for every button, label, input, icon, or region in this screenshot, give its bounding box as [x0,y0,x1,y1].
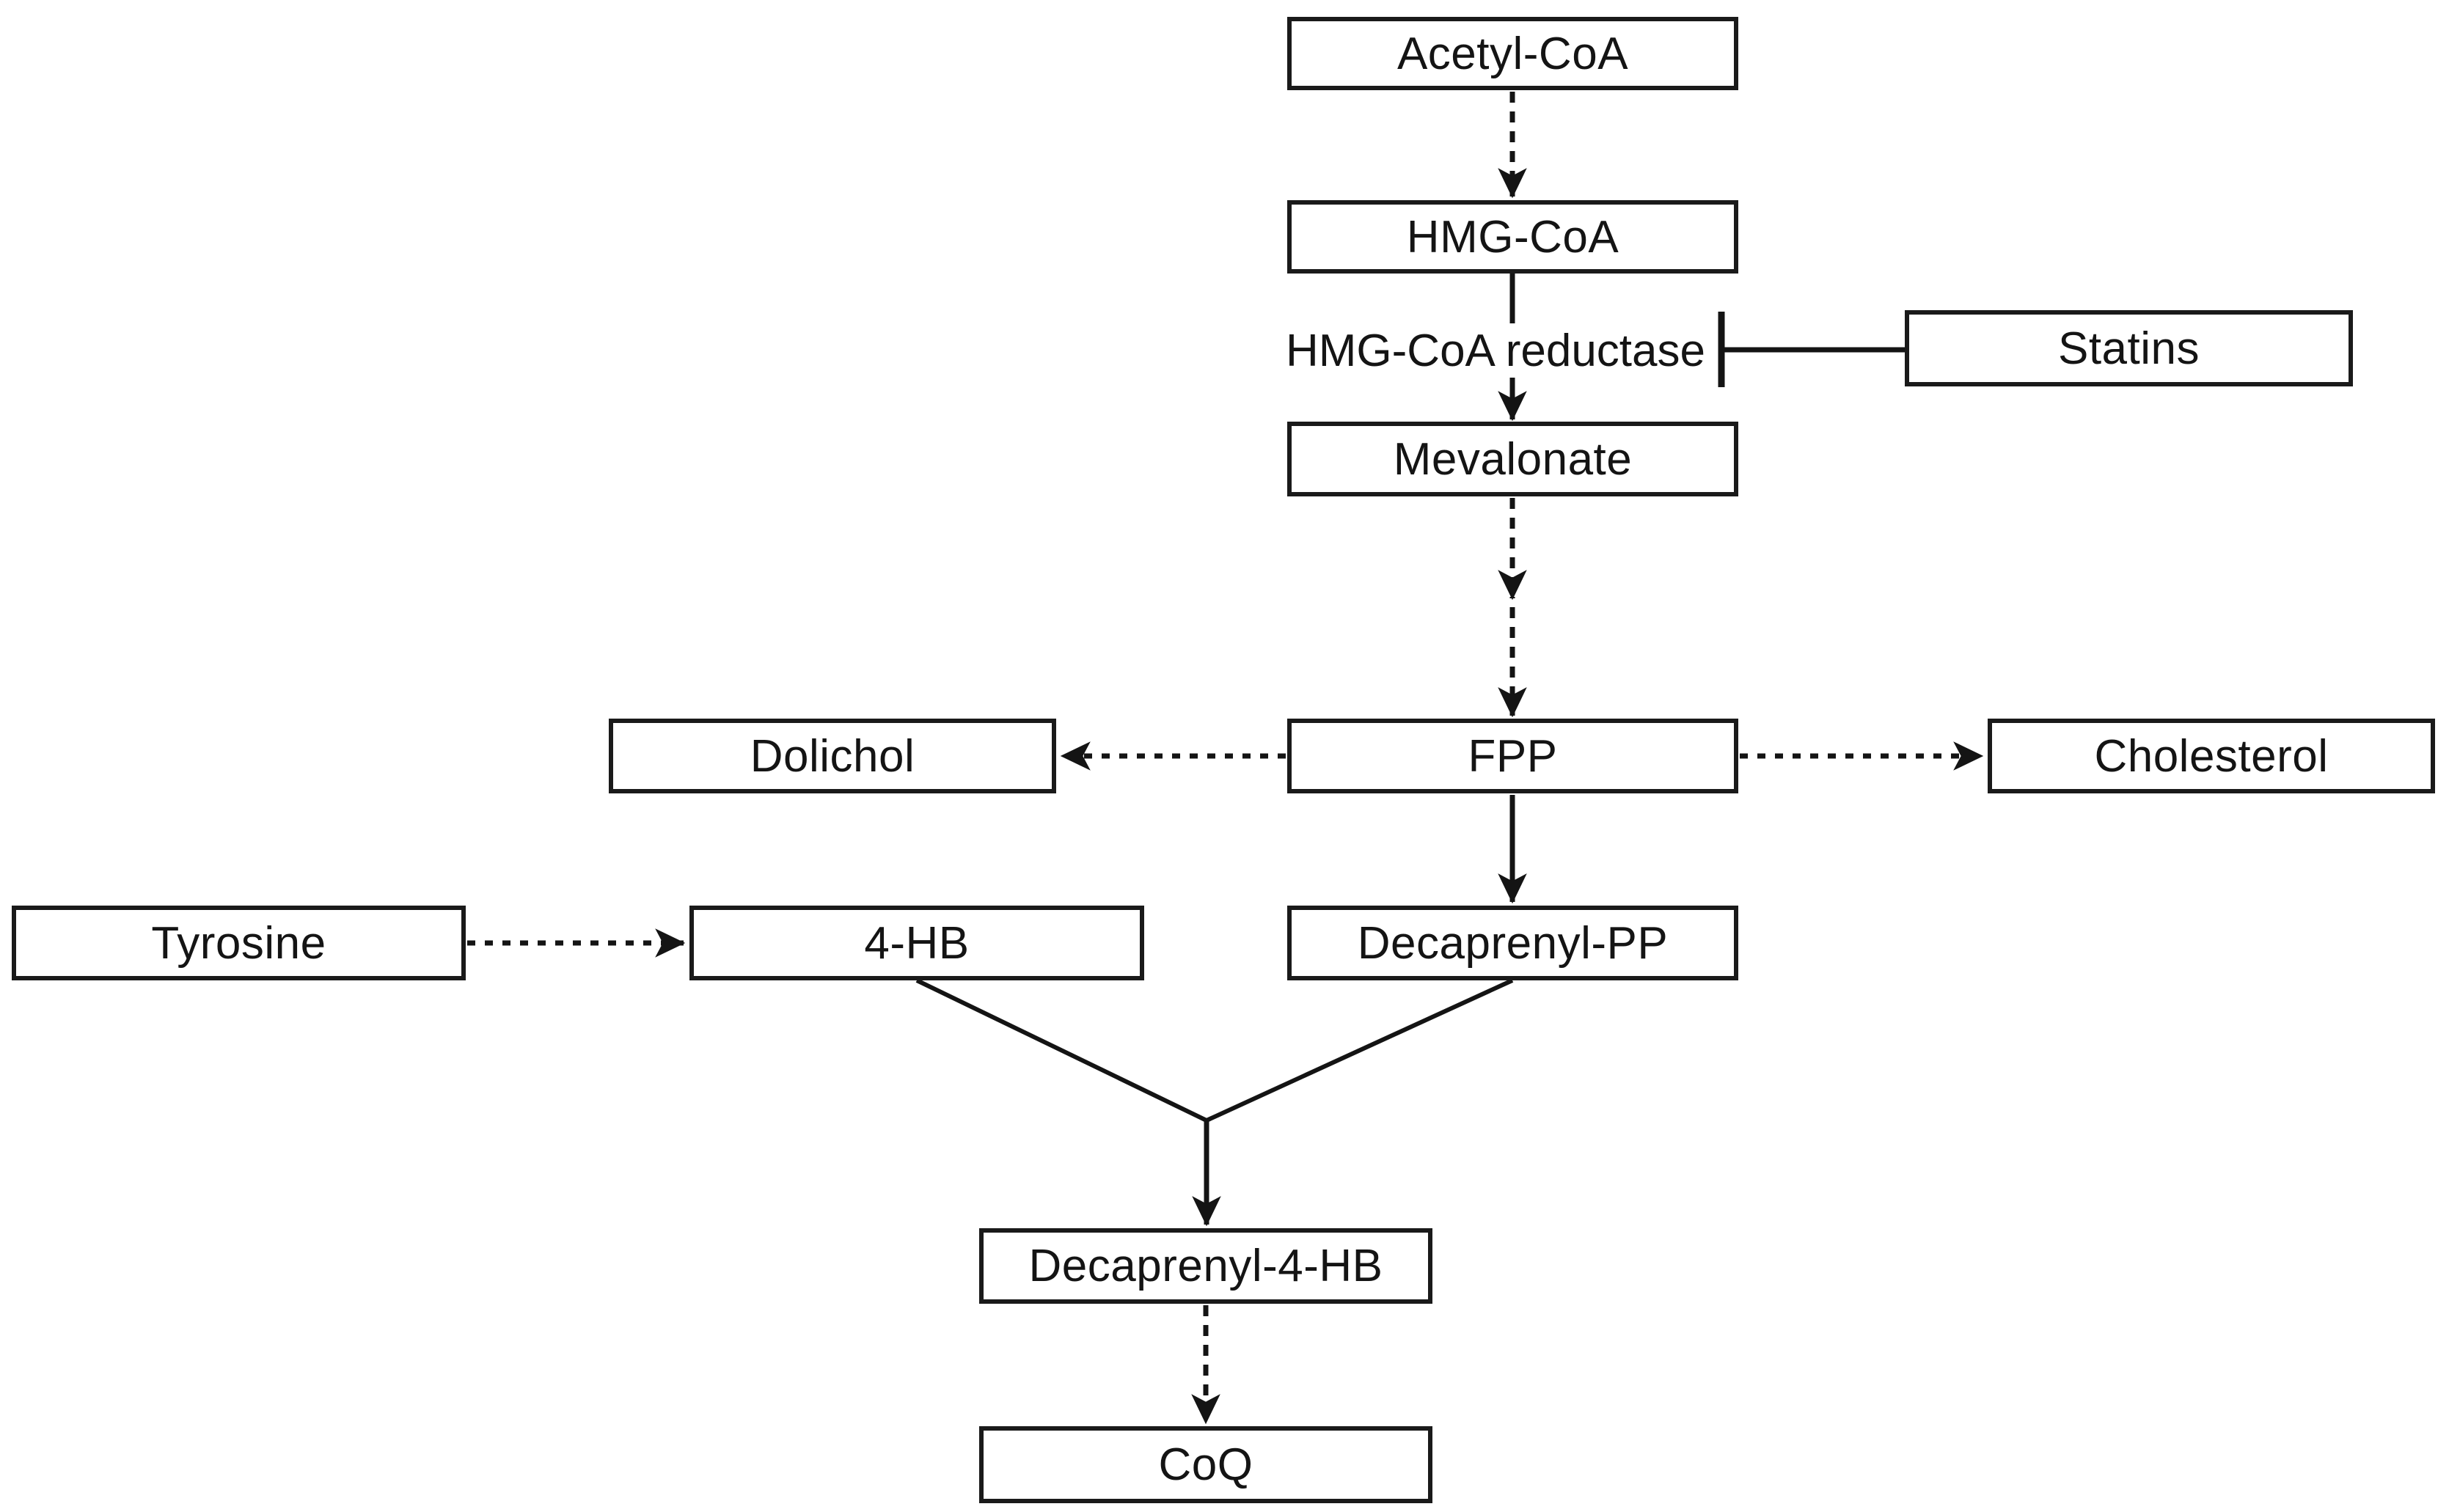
node-coq: CoQ [979,1426,1432,1503]
node-decaprenyl-4hb: Decaprenyl-4-HB [979,1228,1432,1304]
node-4hb: 4-HB [689,906,1144,980]
node-cholesterol: Cholesterol [1988,719,2435,793]
node-tyrosine-label: Tyrosine [151,917,326,969]
enzyme-label-hmg-coa-reductase: HMG-CoA reductase [1286,323,1705,378]
node-dolichol-label: Dolichol [750,730,915,782]
edge-4hb-merge [915,978,1208,1123]
node-decaprenyl-pp-label: Decaprenyl-PP [1357,917,1669,969]
node-acetyl-coa-label: Acetyl-CoA [1396,28,1629,79]
node-statins-label: Statins [2057,323,2200,374]
node-mevalonate: Mevalonate [1287,422,1738,496]
node-tyrosine: Tyrosine [12,906,466,980]
node-statins: Statins [1905,310,2353,386]
node-4hb-label: 4-HB [864,917,970,969]
node-mevalonate-label: Mevalonate [1393,433,1633,485]
node-hmg-coa-label: HMG-CoA [1406,211,1619,263]
node-fpp-label: FPP [1468,730,1558,782]
node-decaprenyl-pp: Decaprenyl-PP [1287,906,1738,980]
node-dolichol: Dolichol [609,719,1056,793]
node-acetyl-coa: Acetyl-CoA [1287,17,1738,90]
node-cholesterol-label: Cholesterol [2094,730,2329,782]
node-hmg-coa: HMG-CoA [1287,200,1738,274]
node-coq-label: CoQ [1158,1439,1253,1490]
node-fpp: FPP [1287,719,1738,793]
edge-decaprenylpp-merge [1205,978,1514,1123]
enzyme-label-text: HMG-CoA reductase [1286,325,1705,376]
node-decaprenyl-4hb-label: Decaprenyl-4-HB [1028,1241,1383,1291]
